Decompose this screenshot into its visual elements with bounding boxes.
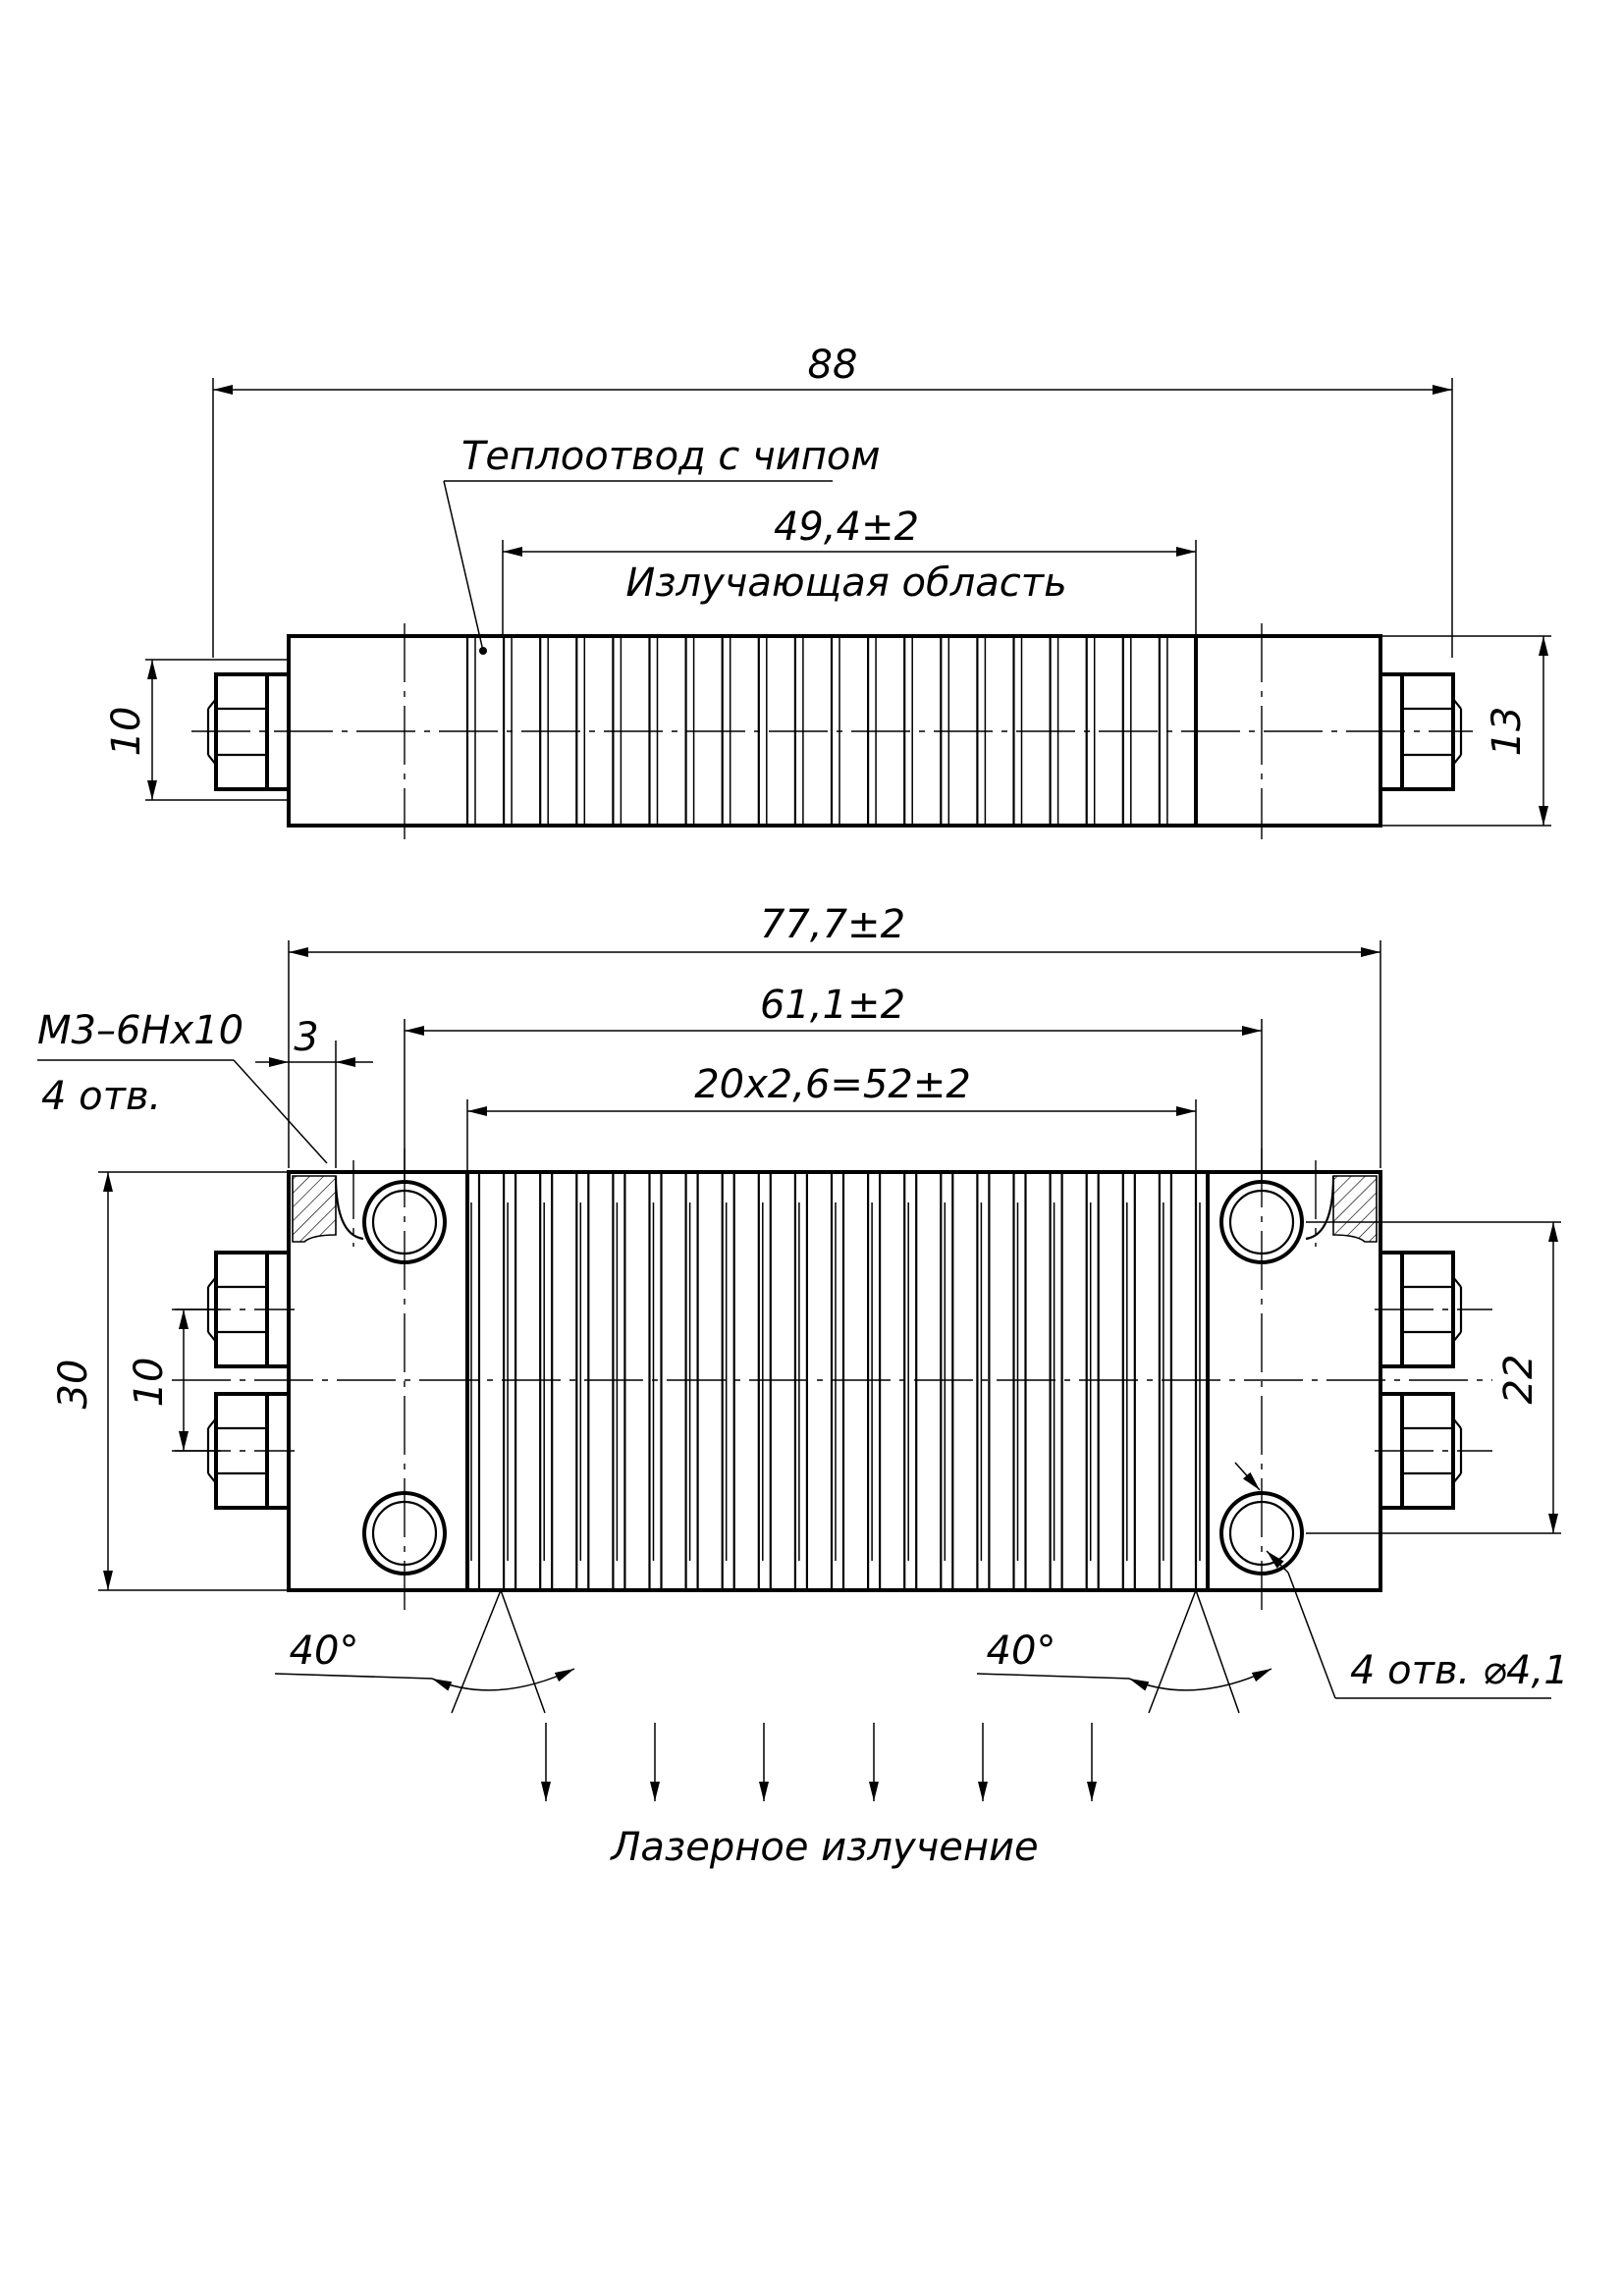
dim-top-height-left: 10 <box>104 659 289 801</box>
front-fin <box>976 1170 991 1592</box>
label-fin-pitch: 20x2,6=52±2 <box>694 1062 971 1107</box>
label-thread-count: 4 отв. <box>41 1074 161 1119</box>
front-fin <box>757 1170 772 1592</box>
label-terminal-spacing: 10 <box>127 1358 172 1408</box>
mounting-holes <box>362 1180 1304 1575</box>
label-hole-pitch: 61,1±2 <box>760 983 905 1028</box>
front-fin <box>1012 1170 1027 1592</box>
label-holes: 4 отв. ⌀4,1 <box>1350 1648 1569 1693</box>
front-body <box>287 1170 1382 1592</box>
front-fin <box>1158 1170 1173 1592</box>
dim-terminal-spacing: 10 <box>127 1308 221 1452</box>
label-body-length: 77,7±2 <box>760 902 905 947</box>
front-view: 77,7±2 61,1±2 20x2,6=52±2 М3–6Нх10 4 отв… <box>37 902 1569 1870</box>
thread-hatch-left <box>292 1175 337 1243</box>
front-fin <box>903 1170 918 1592</box>
label-thread-offset: 3 <box>294 1015 318 1060</box>
label-chip: Теплоотвод с чипом <box>461 434 881 479</box>
label-front-height: 30 <box>51 1360 96 1410</box>
label-laser: Лазерное излучение <box>609 1825 1038 1870</box>
front-fin <box>575 1170 590 1592</box>
front-fin <box>1121 1170 1136 1592</box>
terminal-right <box>1379 1251 1463 1368</box>
top-view: 88 Теплоотвод с чипом 49,4±2 Излучающая … <box>104 343 1551 839</box>
top-terminal-right <box>1379 672 1463 791</box>
top-terminal-left <box>206 672 291 791</box>
chip-leader: Теплоотвод с чипом <box>443 434 881 655</box>
label-top-height-right: 13 <box>1485 707 1530 757</box>
label-overall-length: 88 <box>808 343 858 388</box>
dim-emitting-length: 49,4±2 Излучающая область <box>502 505 1197 636</box>
front-fin <box>502 1170 517 1592</box>
terminal-right <box>1379 1392 1463 1510</box>
holes-callout: 4 отв. ⌀4,1 <box>1234 1462 1569 1699</box>
front-fin <box>539 1170 554 1592</box>
thread-callout: М3–6Нх10 4 отв. 3 <box>37 1008 373 1168</box>
front-fin <box>940 1170 954 1592</box>
label-hole-spacing: 22 <box>1496 1355 1542 1405</box>
front-fin <box>830 1170 845 1592</box>
dim-body-length: 77,7±2 <box>288 902 1381 1168</box>
dim-front-height: 30 <box>51 1171 289 1591</box>
thread-hatch-right <box>1332 1175 1378 1243</box>
dim-top-height-right: 13 <box>1380 635 1551 827</box>
front-fin <box>721 1170 735 1592</box>
angle-dims: 40° 40° <box>274 1589 1272 1714</box>
laser-arrows <box>541 1723 1097 1801</box>
label-thread-spec: М3–6Нх10 <box>37 1008 243 1053</box>
front-fin <box>684 1170 699 1592</box>
front-fin <box>793 1170 809 1592</box>
front-fin <box>612 1170 626 1592</box>
front-fin <box>866 1170 882 1592</box>
dim-overall-length: 88 <box>212 343 1453 658</box>
front-fins <box>465 1170 1210 1592</box>
front-fin <box>1049 1170 1063 1592</box>
front-fin <box>648 1170 663 1592</box>
front-fin <box>1085 1170 1100 1592</box>
label-emitting-length: 49,4±2 <box>774 505 919 550</box>
label-top-height-left: 10 <box>104 707 149 757</box>
dim-fin-pitch: 20x2,6=52±2 <box>466 1062 1197 1207</box>
dim-hole-spacing: 22 <box>1306 1221 1561 1534</box>
label-angle-left: 40° <box>290 1629 359 1674</box>
label-angle-right: 40° <box>987 1629 1056 1674</box>
label-emitting-area: Излучающая область <box>625 561 1066 606</box>
